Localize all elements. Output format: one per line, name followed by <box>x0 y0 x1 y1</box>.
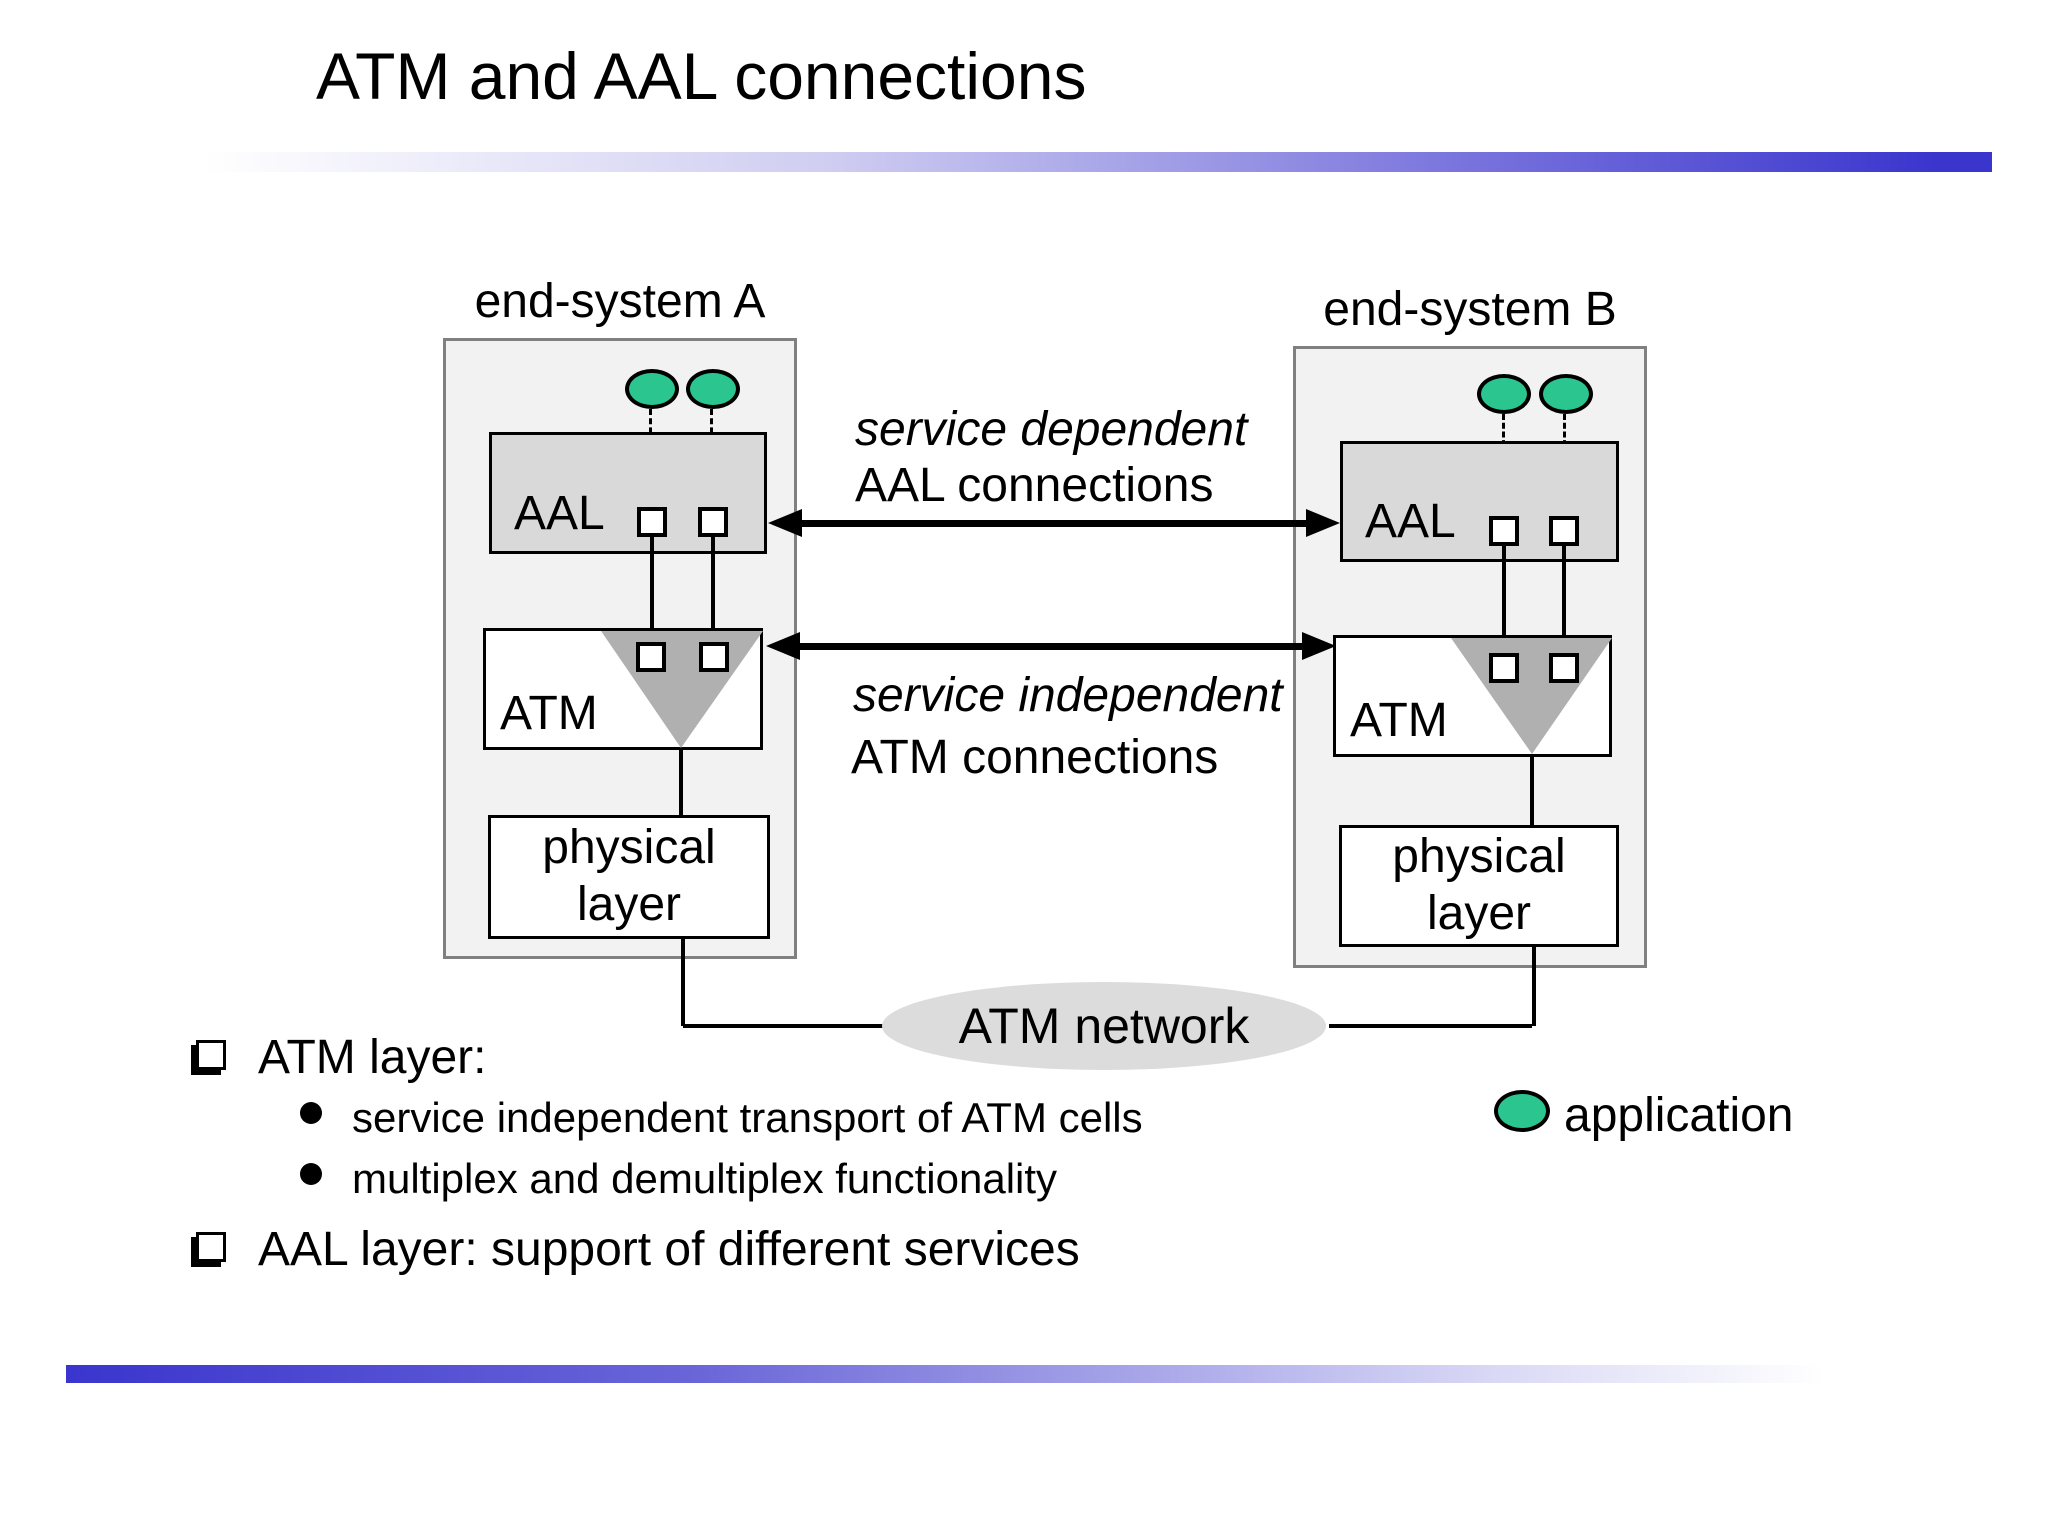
atm-connection-arrow <box>766 632 1336 660</box>
physical-network-line <box>1532 947 1536 1026</box>
atm-sap-square <box>1549 653 1579 683</box>
square-bullet-icon <box>196 1040 226 1070</box>
arrow-shaft <box>792 643 1310 650</box>
title-divider-bar <box>204 152 1992 172</box>
physical-network-line <box>683 1024 883 1028</box>
application-icon <box>625 369 679 409</box>
application-icon <box>1477 374 1531 414</box>
multiplex-funnel-triangle <box>601 631 763 748</box>
arrow-right-head-icon <box>1302 632 1336 660</box>
atm-sap-square <box>699 642 729 672</box>
footer-divider-bar <box>66 1365 1878 1383</box>
application-legend-icon <box>1494 1090 1550 1132</box>
atm-layer-label: ATM <box>1350 694 1448 747</box>
application-icon <box>1539 374 1593 414</box>
multiplex-funnel-triangle <box>1451 638 1612 754</box>
aal-connection-caption-line2: AAL connections <box>855 459 1214 512</box>
physical-layer-box: physical layer <box>488 815 770 939</box>
aal-sap-square <box>1489 516 1519 546</box>
bullet-atm-layer: ATM layer: <box>258 1031 487 1084</box>
page-title: ATM and AAL connections <box>316 39 1087 113</box>
atm-sap-square <box>636 642 666 672</box>
atm-connection-caption-line2: ATM connections <box>851 731 1219 784</box>
aal-atm-connection-line <box>650 535 654 647</box>
atm-network-label: ATM network <box>958 998 1250 1054</box>
aal-sap-square <box>637 507 667 537</box>
bullet-aal-layer: AAL layer: support of different services <box>258 1223 1080 1276</box>
aal-layer-label: AAL <box>514 487 605 540</box>
aal-atm-connection-line <box>1562 544 1566 654</box>
aal-connection-caption-line1: service dependent <box>855 403 1248 456</box>
bullet-atm-sub2: multiplex and demultiplex functionality <box>352 1155 1058 1202</box>
application-icon <box>686 369 740 409</box>
square-bullet-icon <box>196 1232 226 1262</box>
dot-bullet-icon <box>300 1163 322 1185</box>
end-system-a-label: end-system A <box>474 275 766 328</box>
physical-layer-box: physical layer <box>1339 825 1619 947</box>
aal-atm-connection-line <box>1502 544 1506 654</box>
aal-sap-square <box>1549 516 1579 546</box>
dot-bullet-icon <box>300 1102 322 1124</box>
arrow-right-head-icon <box>1306 509 1340 537</box>
atm-sap-square <box>1489 653 1519 683</box>
atm-network-ellipse: ATM network <box>882 982 1326 1070</box>
atm-connection-caption-line1: service independent <box>853 669 1283 722</box>
aal-atm-connection-line <box>711 535 715 647</box>
aal-connection-arrow <box>768 509 1340 537</box>
atm-physical-connection-line <box>1530 754 1534 825</box>
aal-layer-label: AAL <box>1365 495 1456 548</box>
application-legend-label: application <box>1564 1089 1794 1142</box>
atm-layer-label: ATM <box>500 687 598 740</box>
physical-network-line <box>681 939 685 1026</box>
aal-sap-square <box>698 507 728 537</box>
physical-network-line <box>1329 1024 1532 1028</box>
atm-physical-connection-line <box>679 748 683 815</box>
arrow-shaft <box>794 520 1314 527</box>
bullet-atm-sub1: service independent transport of ATM cel… <box>352 1094 1143 1141</box>
end-system-b-label: end-system B <box>1323 283 1617 336</box>
